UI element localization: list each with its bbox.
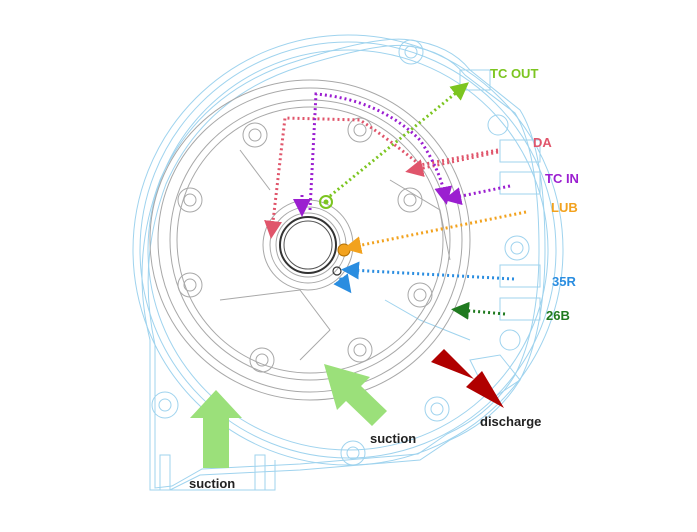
lub-flow-line [343,210,527,255]
da-flow-line-upper [264,116,499,239]
lub-marker [337,243,351,257]
tc-out-flow-line [329,82,469,198]
da-flow-line-lower [405,150,499,177]
r35-flow-line [341,261,515,281]
suction-arrow-center [324,364,387,426]
label-da: DA [533,135,552,150]
label-suction-left: suction [189,476,235,491]
tc-out-marker [319,195,333,209]
central-shaft [279,216,337,274]
tc-in-flow-line-port [443,184,511,205]
label-suction-center: suction [370,431,416,446]
r35-marker [332,266,342,276]
tc-in-flow-line-arc [308,92,453,211]
b26-flow-line [451,301,506,320]
discharge-arrow [431,349,504,408]
label-26b: 26B [546,308,570,323]
suction-arrow-left [190,390,242,468]
housing-outline [132,34,564,491]
label-discharge: discharge [480,414,541,429]
r35-flow-line-short [333,273,352,294]
label-tc-out: TC OUT [490,66,538,81]
label-lub: LUB [551,200,578,215]
internal-parts [149,79,471,401]
label-35r: 35R [552,274,576,289]
label-tc-in: TC IN [545,171,579,186]
